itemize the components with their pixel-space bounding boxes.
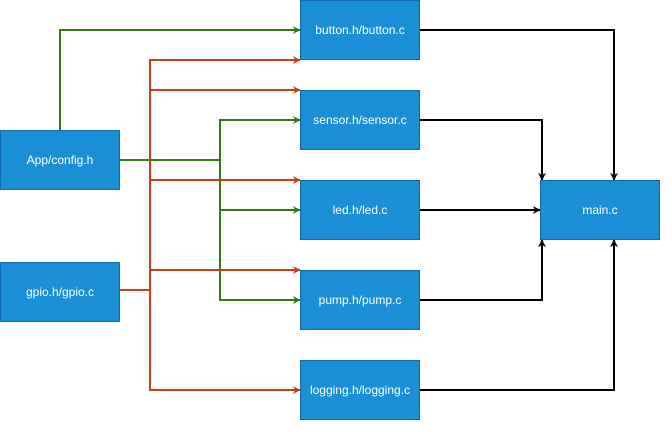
node-box-config[interactable] [0, 130, 120, 190]
edge-button-to-main [420, 29, 618, 181]
node-label-logging: logging.h/logging.c [310, 383, 410, 397]
edge-gpio-to-pump [120, 266, 301, 291]
node-box-led[interactable] [300, 180, 420, 240]
node-button[interactable]: button.h/button.c [300, 0, 420, 60]
node-label-button: button.h/button.c [315, 23, 404, 37]
edge-config-to-button [59, 26, 301, 130]
node-label-config: App/config.h [27, 153, 94, 167]
edge-config-to-led [120, 159, 301, 214]
edge-gpio-to-led [120, 176, 301, 291]
nodes: App/config.h gpio.h/gpio.c button.h/button… [0, 0, 660, 420]
edge-config-to-pump [120, 159, 301, 304]
edge-pump-to-main [420, 239, 546, 301]
node-main[interactable]: main.c [540, 180, 660, 240]
edge-gpio-to-button [120, 56, 301, 291]
edge-sensor-to-main [420, 119, 546, 181]
node-label-main: main.c [582, 203, 617, 217]
node-sensor[interactable]: sensor.h/sensor.c [300, 90, 420, 150]
node-label-led: led.h/led.c [333, 203, 388, 217]
node-label-gpio: gpio.h/gpio.c [26, 285, 94, 299]
edges [59, 26, 618, 394]
node-pump[interactable]: pump.h/pump.c [300, 270, 420, 330]
node-label-sensor: sensor.h/sensor.c [313, 113, 406, 127]
edge-logging-to-main [420, 239, 618, 391]
node-logging[interactable]: logging.h/logging.c [300, 360, 420, 420]
edge-gpio-to-logging [120, 289, 301, 394]
node-box-button[interactable] [300, 0, 420, 60]
node-box-sensor[interactable] [300, 90, 420, 150]
node-box-pump[interactable] [300, 270, 420, 330]
node-config[interactable]: App/config.h [0, 130, 120, 190]
node-led[interactable]: led.h/led.c [300, 180, 420, 240]
node-box-logging[interactable] [300, 360, 420, 420]
edge-config-to-sensor [120, 116, 301, 161]
node-box-main[interactable] [540, 180, 660, 240]
node-box-gpio[interactable] [0, 262, 120, 322]
node-label-pump: pump.h/pump.c [319, 293, 402, 307]
node-gpio[interactable]: gpio.h/gpio.c [0, 262, 120, 322]
